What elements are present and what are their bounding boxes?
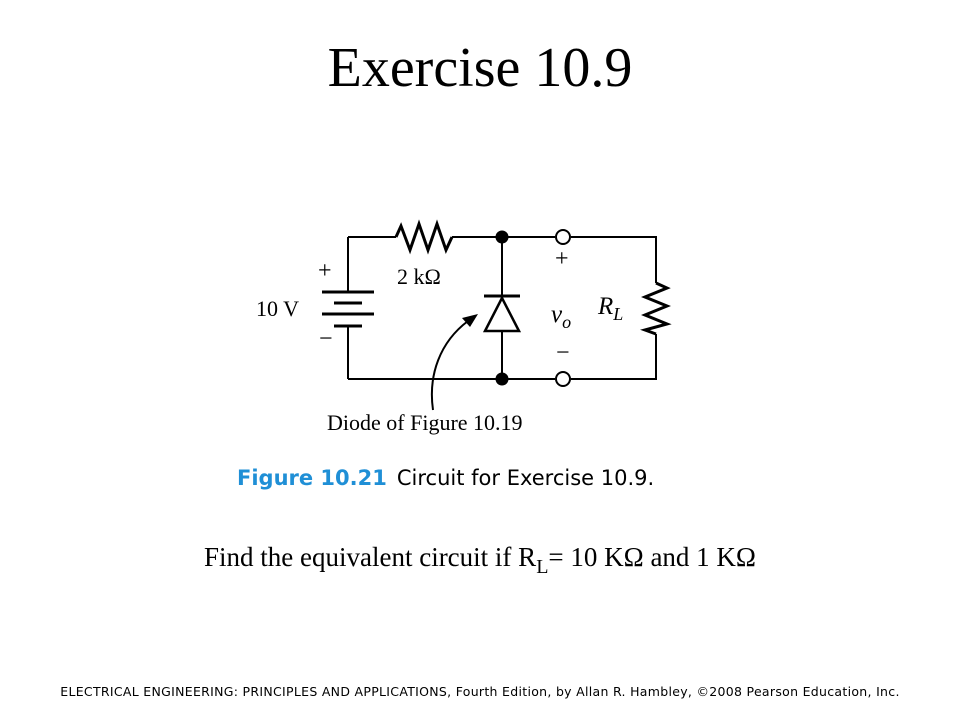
load-resistor-symbol xyxy=(640,281,672,336)
slide-footer: ELECTRICAL ENGINEERING: PRINCIPLES AND A… xyxy=(60,684,900,699)
output-terminal-bottom xyxy=(555,371,571,387)
source-minus-label: − xyxy=(319,326,333,352)
junction-dot-top xyxy=(495,230,509,244)
output-voltage-main: v xyxy=(551,301,563,328)
output-voltage-sub: o xyxy=(562,312,571,332)
diode-pointer-arrow xyxy=(430,320,469,411)
resistor-2k-label: 2 kΩ xyxy=(397,264,441,289)
circuit-wires xyxy=(347,236,657,380)
source-voltage-label: 10 V xyxy=(256,296,299,321)
diode-note-label: Diode of Figure 10.19 xyxy=(327,410,523,435)
figure-caption: Figure 10.21 Circuit for Exercise 10.9. xyxy=(237,465,837,491)
load-resistor-main: R xyxy=(597,293,613,320)
diode-symbol xyxy=(482,294,522,333)
question-text: Find the equivalent circuit if RL= 10 KΩ… xyxy=(0,540,960,584)
resistor-2k-symbol xyxy=(394,219,454,255)
load-resistor-label: RL xyxy=(597,293,623,324)
battery-symbol xyxy=(322,290,374,328)
figure-number: Figure 10.21 xyxy=(237,466,387,490)
wire-bottom-right xyxy=(571,334,657,380)
question-before: Find the equivalent circuit if R xyxy=(204,542,537,572)
source-plus-label: + xyxy=(318,258,332,284)
wire-top-right xyxy=(571,236,657,283)
diode-triangle xyxy=(482,295,522,333)
diode-pointer-arrowhead xyxy=(462,314,478,327)
output-minus-label: − xyxy=(556,340,570,366)
question-after: = 10 KΩ and 1 KΩ xyxy=(548,542,756,572)
output-plus-label: + xyxy=(555,246,569,272)
question-subscript: L xyxy=(536,556,549,578)
slide-title: Exercise 10.9 xyxy=(327,37,633,99)
load-resistor-sub: L xyxy=(612,304,623,324)
figure-caption-text: Circuit for Exercise 10.9. xyxy=(396,466,655,490)
junction-dot-bottom xyxy=(495,372,509,386)
output-voltage-label: vo xyxy=(551,301,571,332)
output-terminal-top xyxy=(555,229,571,245)
